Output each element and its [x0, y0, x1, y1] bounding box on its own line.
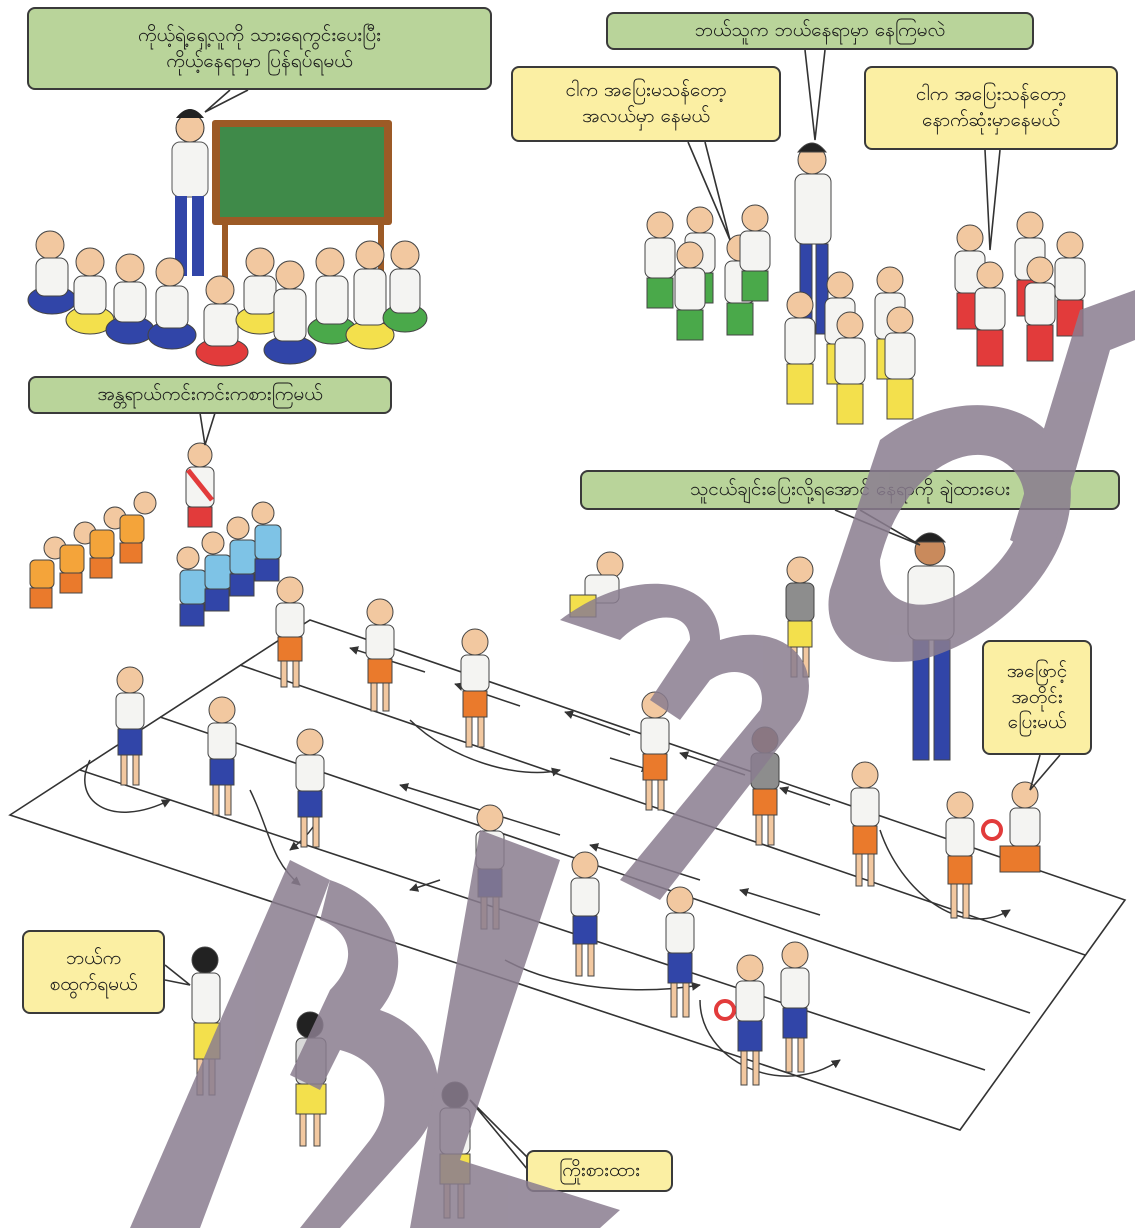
grouping-scene [644, 142, 1086, 425]
bubble-clear-space: သူငယ်ချင်းပြေးလို့ရအောင် နေရာကို ချဲထားပ… [580, 470, 1120, 510]
bubble-not-finished: ငါက အပြေးမသန်တော့ အလယ်မှာ နေမယ် [511, 66, 781, 142]
coach-field [907, 532, 955, 761]
green-group [644, 204, 771, 341]
relay-runners [115, 551, 1041, 1086]
bubble-teacher-intro: ကိုယ့်ရဲ့ရှေ့လူကို သားရေကွင်းပေးပြီး ကို… [27, 7, 492, 90]
seated-students [27, 230, 428, 367]
classroom-scene [27, 109, 428, 367]
bowing-students [29, 442, 282, 627]
teacher [171, 109, 209, 276]
sideline-students [191, 946, 471, 1219]
coach-top [794, 142, 832, 335]
bubble-where-stand: ဘယ်သူက ဘယ်နေရာမှာ နေကြမလဲ [606, 12, 1034, 50]
yellow-group [784, 266, 916, 425]
bubble-who-starts: ဘယ်က စထွက်ရမယ် [22, 930, 165, 1014]
bubble-finished: ငါက အပြေးသန်တော့ နောက်ဆုံးမှာနေမယ် [864, 66, 1118, 150]
bubble-play-fair: အန္တရာယ်ကင်းကင်းကစားကြမယ် [28, 376, 392, 414]
bubble-run-line: အဖြောင့် အတိုင်း ပြေးမယ် [982, 640, 1092, 755]
chalkboard [220, 127, 384, 217]
red-group [954, 211, 1086, 367]
bubble-try-hard: ကြိုးစားထား [526, 1150, 673, 1192]
